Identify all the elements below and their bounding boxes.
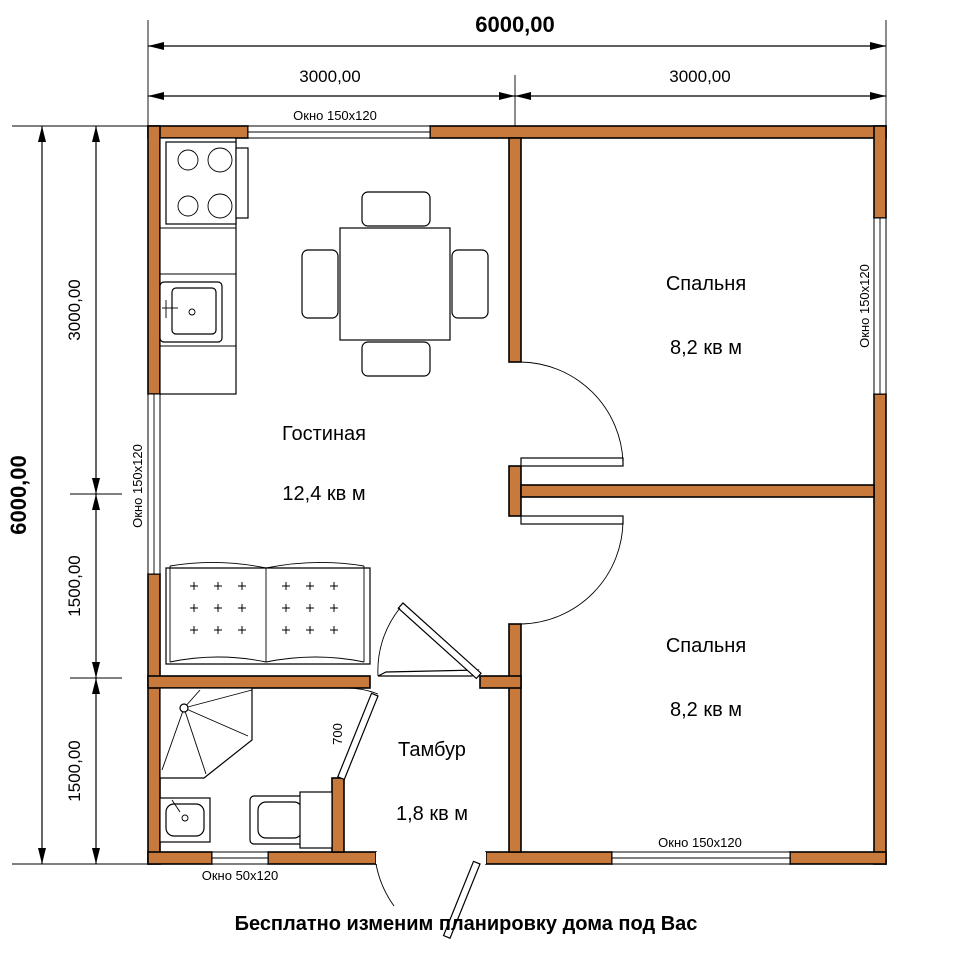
- sofa-pattern-mark: [306, 604, 314, 612]
- windows: [147, 125, 887, 865]
- sofa-pattern-mark: [238, 626, 246, 634]
- sofa-pattern-mark: [190, 626, 198, 634]
- room-area-bedroom-top: 8,2 кв м: [670, 337, 742, 359]
- window-label-top: Окно 150х120: [293, 108, 377, 123]
- sofa-pattern-mark: [214, 582, 222, 590]
- stove-icon: [165, 141, 249, 225]
- room-name-bedroom-top: Спальня: [666, 273, 746, 295]
- sofa-pattern-mark: [282, 626, 290, 634]
- walls: [147, 125, 887, 865]
- door-width-label: 700: [330, 723, 345, 745]
- room-name-bedroom-bottom: Спальня: [666, 635, 746, 657]
- lower-height-label: 1500,00: [65, 740, 84, 801]
- sofa-pattern-mark: [330, 626, 338, 634]
- shower-icon: [159, 687, 253, 779]
- sofa-pattern-mark: [306, 626, 314, 634]
- sofa-pattern-mark: [238, 582, 246, 590]
- kitchen-sink-icon: [159, 281, 223, 343]
- dining-table-icon: [301, 191, 489, 377]
- toilet-icon: [249, 791, 333, 849]
- dimension-lines: [12, 20, 887, 865]
- sofa-pattern-mark: [214, 626, 222, 634]
- left-half-width-label: 3000,00: [299, 67, 360, 86]
- room-area-vestibule: 1,8 кв м: [396, 803, 468, 825]
- sofa-pattern-mark: [282, 604, 290, 612]
- sofa-pattern: [190, 582, 338, 634]
- window-label-right: Окно 150х120: [857, 264, 872, 348]
- room-area-living: 12,4 кв м: [282, 483, 365, 505]
- mid-height-label: 1500,00: [65, 555, 84, 616]
- doors: [337, 361, 624, 939]
- window-label-bottom-right: Окно 150х120: [658, 835, 742, 850]
- sofa-pattern-mark: [282, 582, 290, 590]
- sofa-pattern-mark: [214, 604, 222, 612]
- window-label-left: Окно 150х120: [130, 444, 145, 528]
- total-width-label: 6000,00: [475, 12, 555, 37]
- sofa-pattern-mark: [330, 582, 338, 590]
- right-half-width-label: 3000,00: [669, 67, 730, 86]
- total-height-label: 6000,00: [6, 455, 31, 535]
- sofa-icon: [165, 562, 371, 665]
- room-name-living: Гостиная: [282, 423, 366, 445]
- sofa-pattern-mark: [190, 604, 198, 612]
- window-label-bottom-left: Окно 50х120: [202, 868, 278, 883]
- washbasin-icon: [159, 797, 211, 843]
- sofa-pattern-mark: [190, 582, 198, 590]
- sofa-pattern-mark: [306, 582, 314, 590]
- sofa-pattern-mark: [238, 604, 246, 612]
- upper-height-label: 3000,00: [65, 279, 84, 340]
- footer-caption: Бесплатно изменим планировку дома под Ва…: [235, 913, 698, 935]
- sofa-pattern-mark: [330, 604, 338, 612]
- room-name-vestibule: Тамбур: [398, 739, 466, 761]
- room-area-bedroom-bottom: 8,2 кв м: [670, 699, 742, 721]
